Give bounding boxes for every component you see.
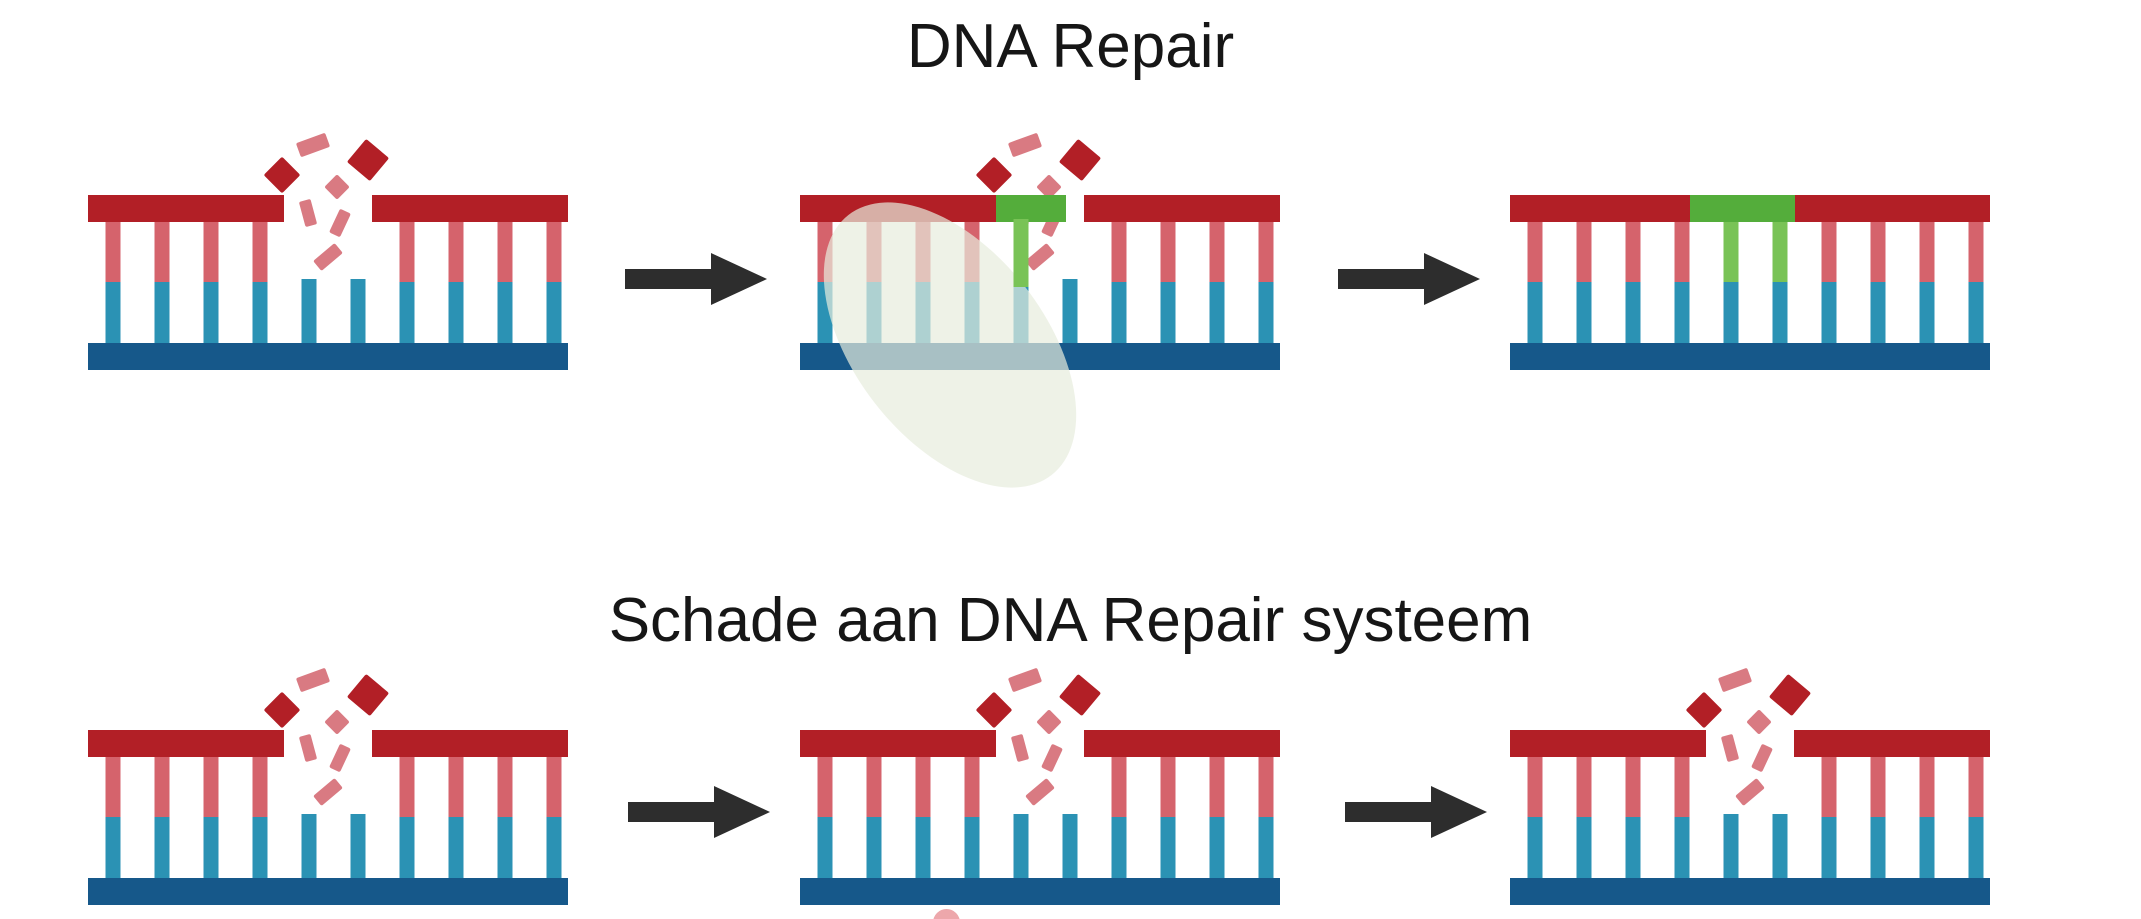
- arrow-right-icon: [1338, 253, 1480, 305]
- green-patch-tooth: [1013, 219, 1029, 287]
- repair-enzyme-blob: [823, 202, 1077, 488]
- dna-repaired-icon: [1510, 195, 1990, 370]
- title-dna-repair: DNA Repair: [906, 12, 1235, 81]
- dna-damaged-icon: [1510, 667, 1990, 905]
- green-patch-segment: [996, 195, 1066, 222]
- cutoff-pink-blob: [933, 909, 960, 919]
- title-schade-aan-dna-repair-systeem: Schade aan DNA Repair systeem: [608, 586, 1533, 655]
- dna-damaged-icon: [800, 667, 1280, 905]
- dna-damaged-icon: [88, 667, 568, 905]
- dna-repair-in-progress-icon: [800, 132, 1280, 488]
- dna-damaged-icon: [88, 132, 568, 370]
- arrow-right-icon: [1345, 786, 1487, 838]
- arrow-right-icon: [625, 253, 767, 305]
- arrow-right-icon: [628, 786, 770, 838]
